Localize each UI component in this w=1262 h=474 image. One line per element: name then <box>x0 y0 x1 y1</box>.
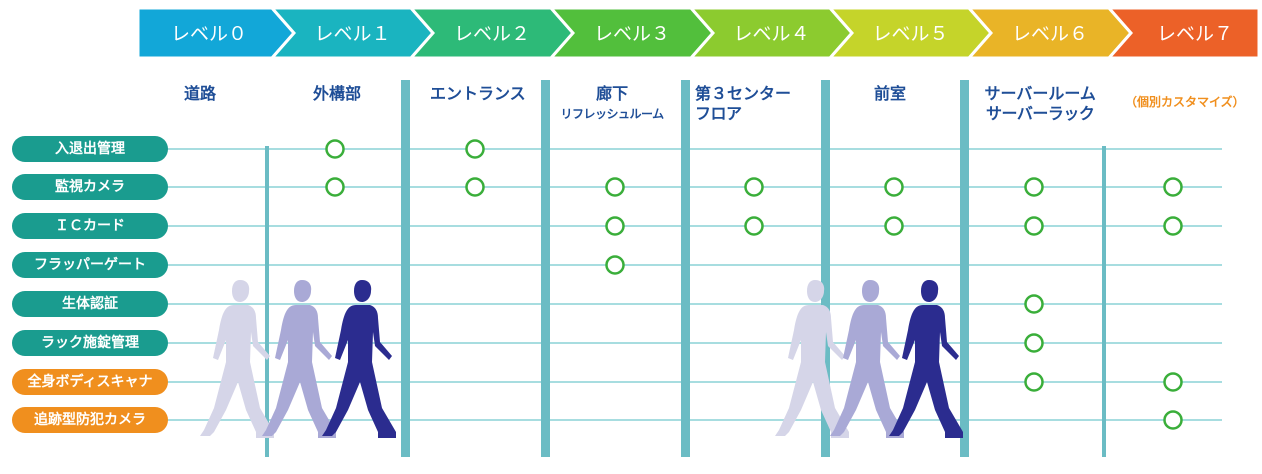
level-label-7: レベル７ <box>1157 23 1233 45</box>
circle-mark-icon <box>465 139 485 159</box>
circle-mark-icon <box>605 177 625 197</box>
level-chevron-6: レベル６ <box>965 6 1133 60</box>
walking-person-icon-0 <box>200 280 274 438</box>
circle-mark-icon <box>465 177 485 197</box>
circle-mark-icon <box>1024 216 1044 236</box>
level-banner: レベル０ レベル１ レベル２ レベル３ レベル４ レベル５ レベル６ レベル７ <box>136 6 1261 60</box>
level-label-4: レベル４ <box>733 23 809 45</box>
zone-subtitle: フロア <box>695 104 742 123</box>
level-label-3: レベル３ <box>594 23 670 45</box>
zone-header-0: 道路 <box>184 84 216 104</box>
feature-label-0: 入退出管理 <box>12 136 168 162</box>
zone-title: 道路 <box>184 84 217 103</box>
thick-divider-2 <box>681 80 690 457</box>
feature-label-4: 生体認証 <box>12 291 168 317</box>
thick-divider-1 <box>541 80 550 457</box>
circle-mark-icon <box>1024 333 1044 353</box>
feature-label-6: 全身ボディスキャナ <box>12 369 168 395</box>
circle-mark-icon <box>325 177 345 197</box>
zone-title: 外構部 <box>313 84 362 103</box>
zone-title: サーバールーム <box>984 84 1096 103</box>
zone-header-1: 外構部 <box>313 84 361 104</box>
feature-label-2: ＩＣカード <box>12 213 168 239</box>
thin-divider-0 <box>265 146 269 457</box>
thick-divider-3 <box>821 80 830 457</box>
zone-header-2: エントランス <box>430 84 526 104</box>
zone-title: 廊下 <box>596 84 629 103</box>
level-chevron-2: レベル２ <box>407 6 575 60</box>
zone-header-7: （個別カスタマイズ） <box>1125 92 1245 112</box>
zone-title: 第３センター <box>695 84 792 103</box>
circle-mark-icon <box>1163 372 1183 392</box>
level-label-5: レベル５ <box>872 23 948 45</box>
zone-title: エントランス <box>430 84 526 103</box>
zone-header-3: 廊下リフレッシュルーム <box>560 84 665 124</box>
circle-mark-icon <box>605 255 625 275</box>
circle-mark-icon <box>1024 372 1044 392</box>
circle-mark-icon <box>1024 177 1044 197</box>
zone-subtitle: サーバーラック <box>986 104 1095 123</box>
walking-person-icon-3 <box>775 280 849 438</box>
zone-header-4: 第３センターフロア <box>695 84 791 124</box>
thick-divider-4 <box>960 80 969 457</box>
circle-mark-icon <box>884 216 904 236</box>
feature-label-7: 追跡型防犯カメラ <box>12 407 168 433</box>
thin-divider-1 <box>1102 146 1106 457</box>
zone-subtitle: リフレッシュルーム <box>560 107 665 121</box>
thick-divider-0 <box>401 80 410 457</box>
walking-person-icon-1 <box>262 280 336 438</box>
zone-header-6: サーバールームサーバーラック <box>985 84 1096 124</box>
circle-mark-icon <box>325 139 345 159</box>
zone-title: 前室 <box>874 84 907 103</box>
walking-person-icon-5 <box>889 280 963 438</box>
level-label-1: レベル１ <box>314 23 390 45</box>
level-chevron-5: レベル５ <box>826 6 993 60</box>
walking-person-icon-2 <box>322 280 396 438</box>
zone-title: （個別カスタマイズ） <box>1125 95 1245 109</box>
feature-label-5: ラック施錠管理 <box>12 330 168 356</box>
feature-label-3: フラッパーゲート <box>12 252 168 278</box>
circle-mark-icon <box>1163 177 1183 197</box>
level-chevron-7: レベル７ <box>1105 6 1261 60</box>
level-chevron-4: レベル４ <box>687 6 854 60</box>
circle-mark-icon <box>605 216 625 236</box>
circle-mark-icon <box>744 177 764 197</box>
walking-person-icon-4 <box>830 280 904 438</box>
level-label-0: レベル０ <box>171 23 247 45</box>
circle-mark-icon <box>1163 216 1183 236</box>
level-label-6: レベル６ <box>1012 23 1088 45</box>
circle-mark-icon <box>1163 410 1183 430</box>
circle-mark-icon <box>884 177 904 197</box>
feature-label-1: 監視カメラ <box>12 174 168 200</box>
circle-mark-icon <box>1024 294 1044 314</box>
circle-mark-icon <box>744 216 764 236</box>
zone-header-5: 前室 <box>874 84 906 104</box>
level-label-2: レベル２ <box>454 23 530 45</box>
